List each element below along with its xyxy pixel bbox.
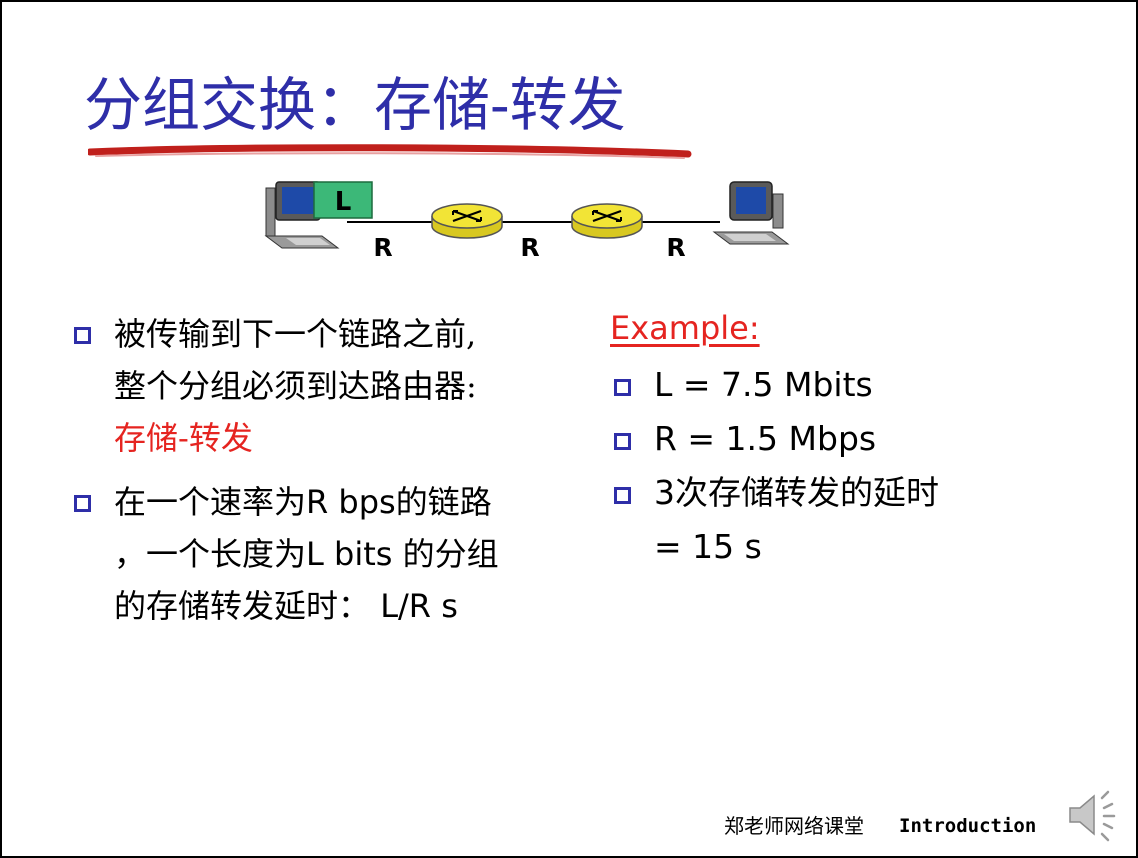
store-forward-highlight: 存储-转发: [114, 419, 253, 457]
list-item: 在一个速率为R bps的链路 ，一个长度为L bits 的分组 的存储转发延时：…: [72, 476, 592, 632]
network-diagram: L R R R: [264, 181, 790, 262]
host-computer-icon: [264, 181, 340, 249]
delay-formula: L/R s: [380, 587, 458, 625]
title-underline: [88, 144, 692, 159]
list-item: L = 7.5 Mbits: [612, 358, 1092, 412]
host-computer-icon: [712, 181, 790, 245]
example-text: 次存储转发的延时: [675, 473, 939, 512]
link-rate-label: R: [666, 233, 685, 262]
link-rate-label: R: [373, 233, 392, 262]
bullet-line: 被传输到下一个链路之前,: [114, 315, 477, 353]
bullet-square-icon: [614, 379, 631, 396]
bullet-square-icon: [614, 433, 631, 450]
bullet-square-icon: [614, 487, 631, 504]
list-item: R = 1.5 Mbps: [612, 412, 1092, 466]
length-term: L bits: [306, 535, 403, 573]
example-value: L = 7.5 Mbits: [654, 365, 873, 404]
example-heading: Example:: [610, 309, 760, 347]
example-value: R = 1.5 Mbps: [654, 419, 877, 458]
bullet-line: 整个分组必须到达路由器:: [114, 367, 477, 405]
router-icon: [431, 203, 503, 239]
left-bullet-list: 被传输到下一个链路之前, 整个分组必须到达路由器: 存储-转发 在一个速率为R …: [72, 308, 592, 644]
router-icon: [571, 203, 643, 239]
link-rate-label: R: [520, 233, 539, 262]
bullet-text: 的存储转发延时：: [114, 587, 371, 625]
bullet-square-icon: [74, 327, 91, 344]
list-item: 被传输到下一个链路之前, 整个分组必须到达路由器: 存储-转发: [72, 308, 592, 464]
example-list: L = 7.5 Mbits R = 1.5 Mbps 3次存储转发的延时 = 1…: [612, 358, 1092, 574]
footer-channel: 郑老师网络课堂: [724, 814, 864, 838]
footer-section: Introduction: [899, 815, 1037, 837]
bullet-text: 在一个速率为: [114, 483, 307, 521]
speaker-icon[interactable]: [1066, 784, 1128, 846]
bullet-text: 的分组: [402, 535, 499, 573]
rate-term: R bps: [306, 483, 396, 521]
slide-title: 分组交换：存储-转发: [84, 71, 626, 139]
bullet-text: ，一个长度为: [114, 535, 307, 573]
list-item: 3次存储转发的延时 = 15 s: [612, 466, 1092, 574]
packet-label: L: [335, 187, 352, 217]
packet-box: [313, 181, 373, 219]
bullet-text: 的链路: [395, 483, 492, 521]
example-result: = 15 s: [654, 527, 762, 566]
example-count: 3: [654, 473, 675, 512]
bullet-square-icon: [74, 495, 91, 512]
